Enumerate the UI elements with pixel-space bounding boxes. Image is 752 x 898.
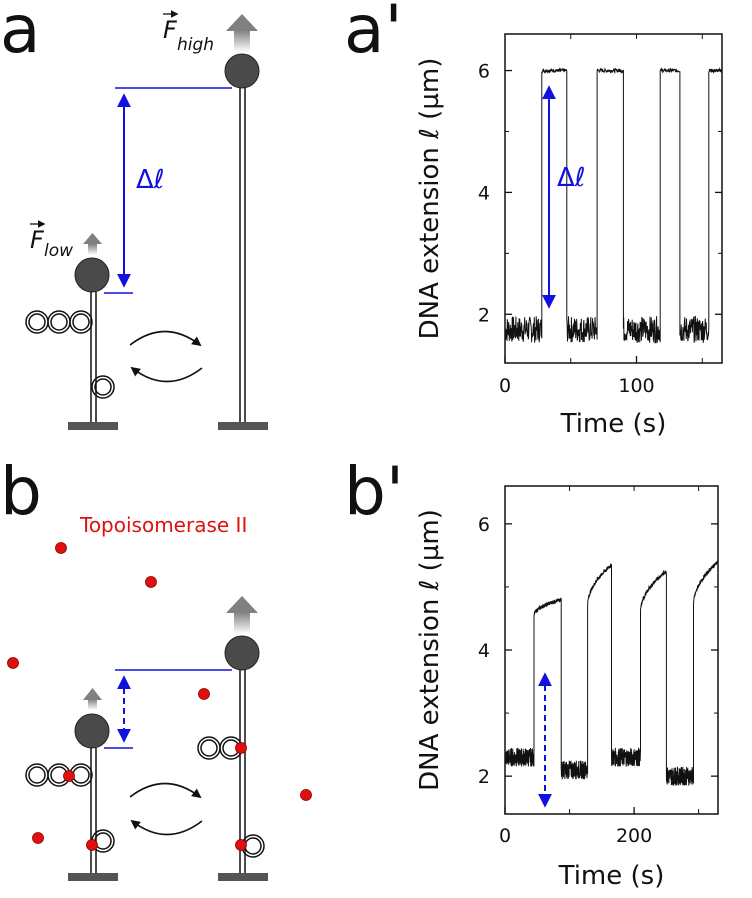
magnetic-bead-b-high (224, 635, 260, 671)
delta-ell-label: Δℓ (136, 165, 165, 195)
magnetic-bead-high (224, 53, 260, 89)
plectoneme-loops-a (25, 310, 115, 399)
panel-letter-b: b (0, 453, 42, 530)
dna-tether-b-low (90, 748, 97, 873)
force-low-label: F low (30, 220, 73, 261)
svg-text:low: low (44, 241, 73, 261)
bound-enzymes-high (235, 742, 247, 851)
topoisomerase-label: Topoisomerase II (79, 513, 247, 537)
surface-plate-b-high (218, 873, 268, 881)
chart-a-prime-delta-label: Δℓ (557, 163, 586, 193)
x-axis-label: Time (s) (558, 861, 665, 891)
switch-arrows-b (129, 782, 203, 836)
x-tick-label: 200 (616, 825, 652, 847)
panel-letter-a-prime: a' (344, 0, 403, 68)
y-tick-label: 2 (478, 766, 490, 788)
surface-plate-b-low (68, 873, 118, 881)
dna-tether-high (239, 88, 246, 422)
y-axis-label: DNA extension ℓ (µm) (415, 58, 445, 340)
dna-tether-low (90, 292, 97, 422)
force-arrow-b-low (83, 688, 102, 710)
svg-text:high: high (177, 35, 214, 55)
magnetic-bead-low (74, 257, 110, 293)
svg-text:F: F (163, 16, 178, 44)
force-arrow-high (226, 14, 258, 52)
surface-plate-high (218, 422, 268, 430)
panel-letter-a: a (0, 0, 40, 68)
magnetic-bead-b-low (74, 713, 110, 749)
force-arrow-low (83, 233, 102, 255)
switch-arrows-a (129, 330, 203, 383)
y-tick-label: 6 (478, 514, 490, 536)
panel-letter-b-prime: b' (344, 453, 404, 530)
y-tick-label: 4 (478, 182, 490, 204)
extension-trace (504, 560, 719, 786)
bound-enzymes-low (63, 770, 98, 851)
surface-plate-low (68, 422, 118, 430)
x-tick-label: 0 (499, 375, 511, 397)
force-arrow-b-high (226, 596, 258, 634)
x-tick-label: 100 (618, 375, 654, 397)
plectoneme-loops-b-high (197, 736, 265, 858)
plot-frame (504, 33, 723, 364)
topoisomerase-molecules (7, 542, 312, 844)
y-tick-label: 6 (478, 61, 490, 83)
y-tick-label: 4 (478, 640, 490, 662)
y-axis-label: DNA extension ℓ (µm) (415, 509, 445, 791)
force-high-label: F high (163, 10, 214, 55)
extension-trace (504, 67, 723, 344)
y-tick-label: 2 (478, 304, 490, 326)
x-axis-label: Time (s) (560, 409, 667, 439)
svg-text:F: F (30, 226, 45, 254)
x-tick-label: 0 (499, 825, 511, 847)
